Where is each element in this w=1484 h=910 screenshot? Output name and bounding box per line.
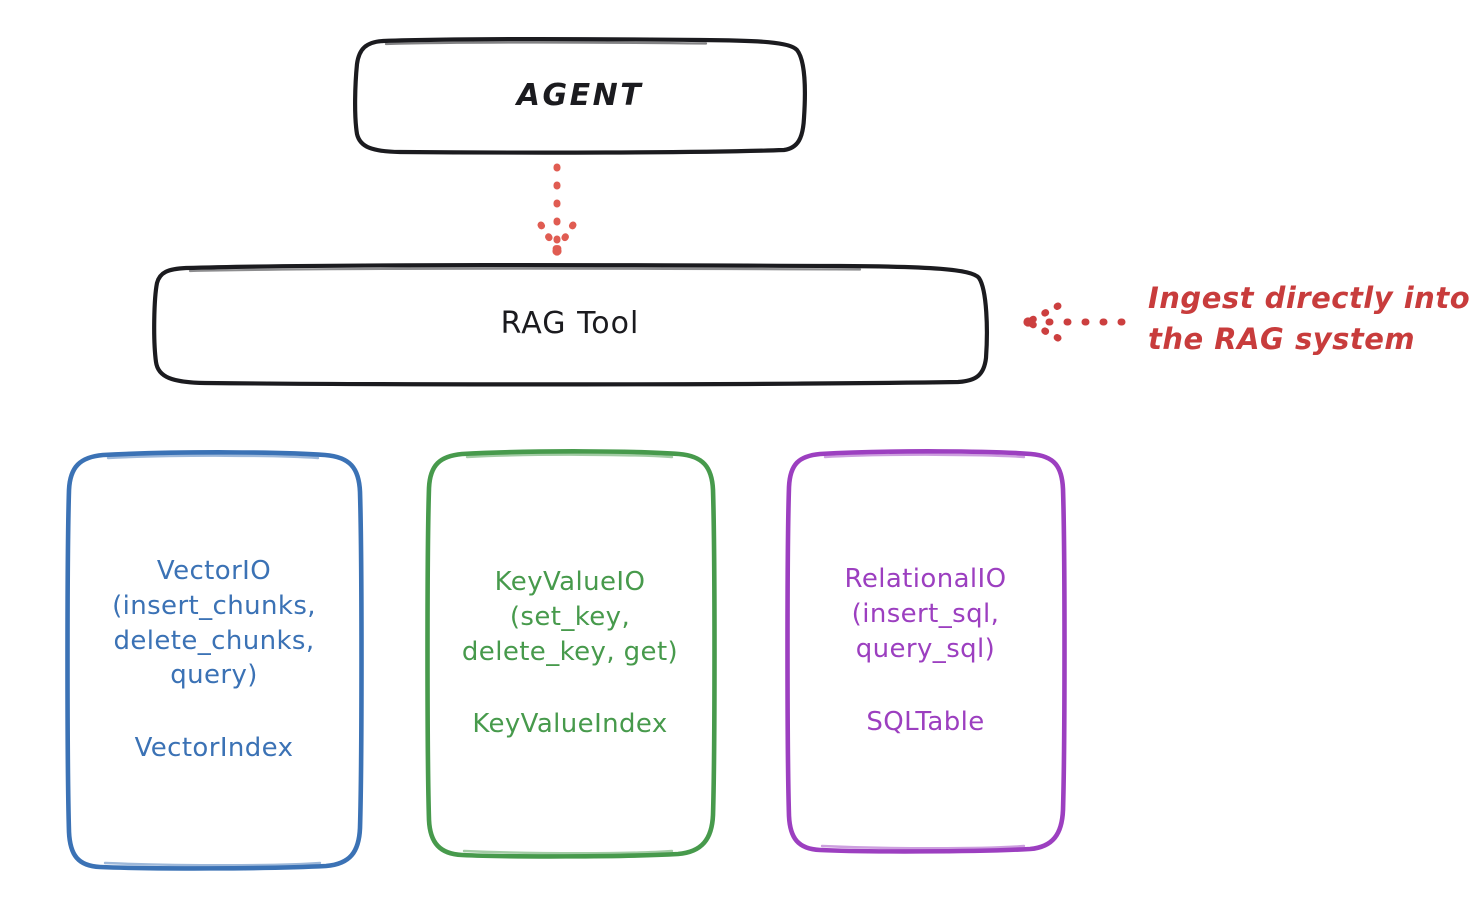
relational-store-api-label: RelationalIO (insert_sql, query_sql) [844, 564, 1007, 664]
vector-store-index-label: VectorIndex [134, 733, 294, 764]
agent-node-label: AGENT [516, 78, 644, 114]
rag-tool-node-label: RAG Tool [500, 306, 640, 342]
relational-store-index-label: SQLTable [866, 706, 985, 737]
agent-to-rag-tool-connector [537, 163, 577, 256]
keyvalue-store-card[interactable]: KeyValueIO (set_key, delete_key, get) Ke… [428, 452, 712, 855]
keyvalue-store-index-label: KeyValueIndex [472, 709, 668, 740]
ingest-note-connector [1023, 302, 1126, 342]
relational-store-card[interactable]: RelationalIO (insert_sql, query_sql) SQL… [788, 452, 1063, 850]
keyvalue-store-api-label: KeyValueIO (set_key, delete_key, get) [461, 566, 679, 667]
vector-store-card[interactable]: VectorIO (insert_chunks, delete_chunks, … [68, 452, 360, 868]
vector-store-api-label: VectorIO (insert_chunks, delete_chunks, … [112, 555, 316, 691]
ingest-note-annotation: Ingest directly into the RAG system [1148, 281, 1471, 357]
